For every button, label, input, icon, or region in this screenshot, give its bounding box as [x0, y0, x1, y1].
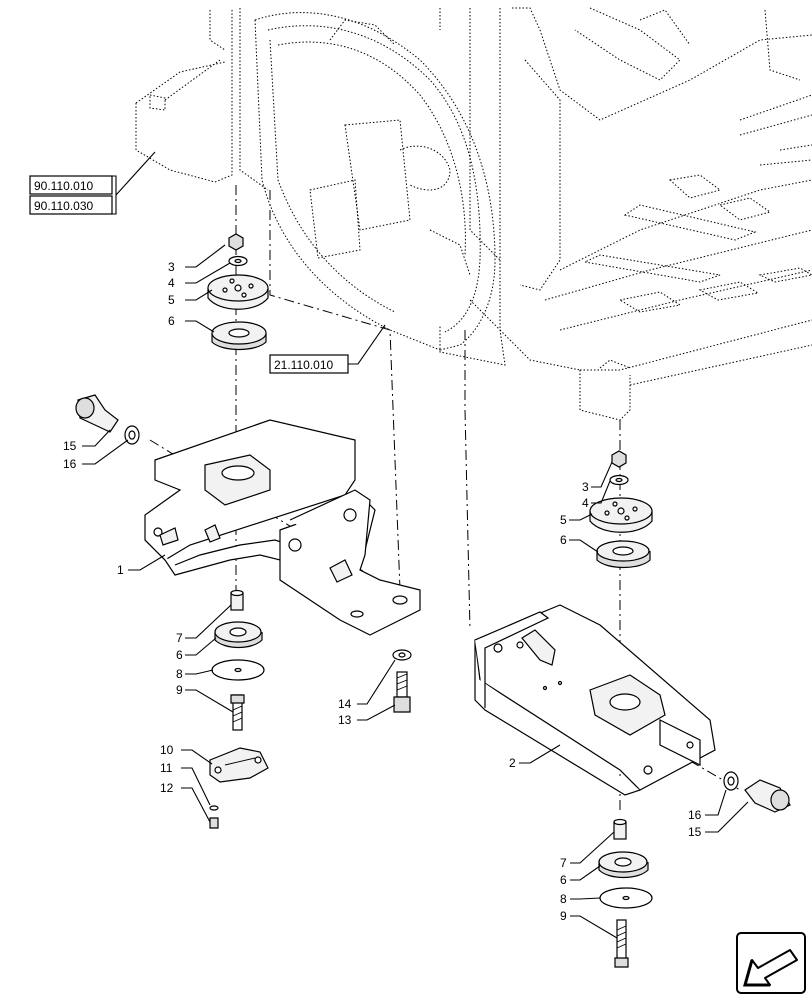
callout-left-bot-6[interactable]: 6	[176, 648, 183, 662]
callout-left-12[interactable]: 12	[160, 781, 174, 795]
callout-right-top-3[interactable]: 3	[582, 480, 589, 494]
callout-right-top-6[interactable]: 6	[560, 533, 567, 547]
callout-left-bot-9[interactable]: 9	[176, 683, 183, 697]
left-side-bolt-and-washer	[75, 394, 140, 445]
reference-boxes	[29, 151, 386, 374]
callout-right-top-5[interactable]: 5	[560, 513, 567, 527]
callout-left-11[interactable]: 11	[160, 761, 173, 775]
right-mounting-bracket	[474, 604, 716, 796]
callout-left-13[interactable]: 13	[338, 713, 352, 727]
callout-left-top-5[interactable]: 5	[168, 293, 175, 307]
callout-leaders	[82, 244, 749, 939]
callout-right-2[interactable]: 2	[509, 756, 516, 770]
callout-left-16[interactable]: 16	[63, 457, 77, 471]
callout-right-bot-8[interactable]: 8	[560, 892, 567, 906]
right-upper-mount-stack	[589, 450, 653, 569]
ref-label-90-110-030[interactable]: 90.110.030	[34, 199, 93, 213]
callout-left-1[interactable]: 1	[117, 563, 124, 577]
callout-left-14[interactable]: 14	[338, 697, 352, 711]
callout-left-top-6[interactable]: 6	[168, 314, 175, 328]
left-upper-mount-stack	[207, 233, 269, 351]
callout-left-bot-7[interactable]: 7	[176, 631, 183, 645]
left-mounting-bracket	[144, 419, 421, 636]
callout-right-15[interactable]: 15	[688, 825, 702, 839]
guard-plate-assembly	[209, 747, 269, 829]
tractor-frame-outline	[135, 7, 812, 421]
left-lower-mount-stack	[211, 589, 265, 731]
callout-left-15[interactable]: 15	[63, 439, 77, 453]
ref-label-90-110-010[interactable]: 90.110.010	[34, 179, 93, 193]
callout-right-top-4[interactable]: 4	[582, 496, 589, 510]
center-bolt-and-washer	[392, 649, 412, 713]
callout-left-top-3[interactable]: 3	[168, 260, 175, 274]
callout-left-10[interactable]: 10	[160, 743, 174, 757]
callout-right-bot-7[interactable]: 7	[560, 856, 567, 870]
callout-right-16[interactable]: 16	[688, 808, 702, 822]
callout-left-top-4[interactable]: 4	[168, 276, 175, 290]
callout-left-bot-8[interactable]: 8	[176, 667, 183, 681]
right-side-bolt-and-washer	[723, 771, 791, 813]
callout-right-bot-9[interactable]: 9	[560, 909, 567, 923]
ref-label-21-110-010[interactable]: 21.110.010	[274, 358, 333, 372]
previous-page-arrow-icon[interactable]	[736, 932, 806, 994]
callout-right-bot-6[interactable]: 6	[560, 873, 567, 887]
right-lower-mount-stack	[598, 818, 653, 968]
